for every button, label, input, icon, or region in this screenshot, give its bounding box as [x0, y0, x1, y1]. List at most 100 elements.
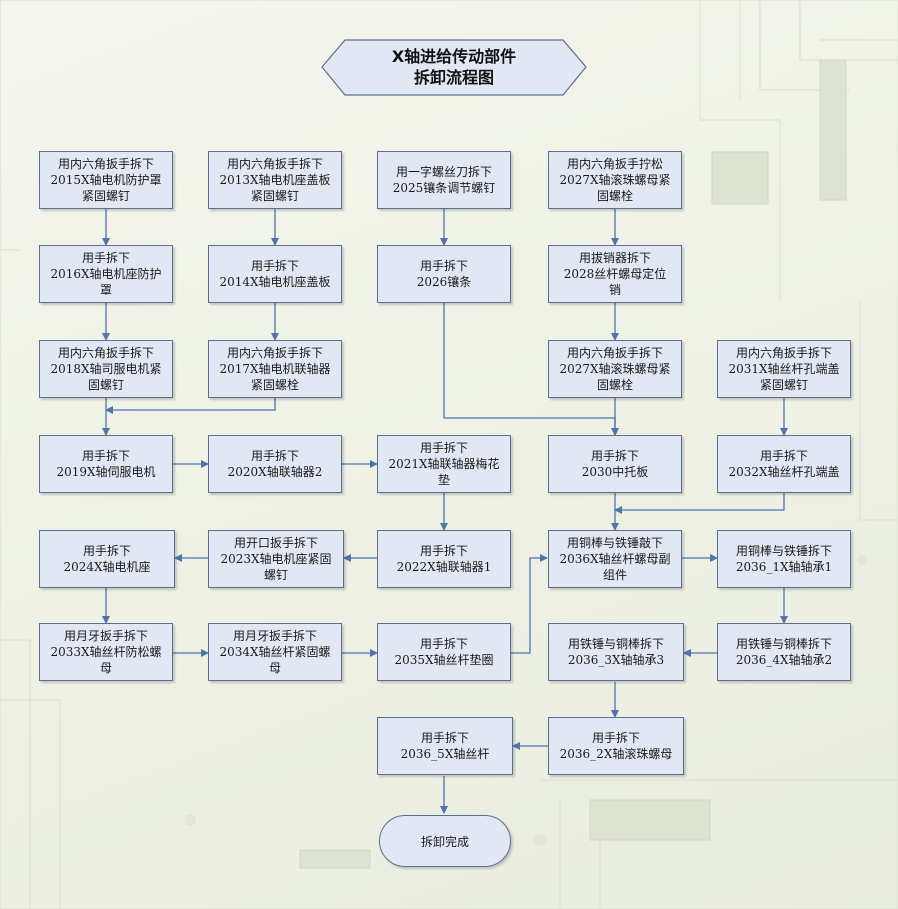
- node-text-line: 2023X轴电机座紧固: [220, 552, 332, 566]
- node-text-line: 2016X轴电机座防护: [50, 267, 162, 281]
- node-text-line: 2036_1X轴轴承1: [735, 560, 833, 574]
- node-2027-remove: 用内六角扳手拆下 2027X轴滚珠螺母紧固螺栓: [548, 340, 682, 398]
- node-text-line: 用铜棒与铁锤拆下: [735, 544, 832, 558]
- node-text-line: 2014X轴电机座盖板: [219, 275, 331, 289]
- node-text-line: 组件: [602, 568, 627, 582]
- node-text-line: 2031X轴丝杆孔端盖: [728, 362, 840, 376]
- node-text-line: 用手拆下: [591, 731, 640, 745]
- node-2027-loosen: 用内六角扳手拧松 2027X轴滚珠螺母紧固螺栓: [548, 151, 682, 209]
- node-2020: 用手拆下 2020X轴联轴器2: [208, 435, 342, 493]
- node-text-line: 用手拆下: [250, 259, 299, 273]
- node-text-line: 销: [608, 283, 621, 297]
- node-text-line: 用月牙扳手拆下: [63, 629, 148, 643]
- node-2036: 用铜棒与铁锤敲下 2036X轴丝杆螺母副组件: [548, 530, 682, 588]
- node-text-line: 用内六角扳手拆下: [226, 157, 323, 171]
- node-text-line: 用铜棒与铁锤敲下: [566, 536, 663, 550]
- node-text-line: 用月牙扳手拆下: [232, 629, 317, 643]
- node-text-line: 固螺栓: [596, 378, 633, 392]
- node-2014: 用手拆下 2014X轴电机座盖板: [208, 245, 342, 303]
- node-text-line: 紧固螺钉: [81, 189, 130, 203]
- node-text-line: 2021X轴联轴器梅花: [388, 457, 500, 471]
- node-text-line: 固螺钉: [87, 378, 124, 392]
- node-text-line: 用拔销器拆下: [578, 251, 651, 265]
- node-2030: 用手拆下 2030中托板: [548, 435, 682, 493]
- node-2025: 用一字螺丝刀拆下 2025镶条调节螺钉: [377, 151, 511, 209]
- node-text-line: 用内六角扳手拆下: [566, 346, 663, 360]
- node-2031: 用内六角扳手拆下 2031X轴丝杆孔端盖紧固螺钉: [717, 340, 851, 398]
- node-text-line: 2033X轴丝杆防松螺: [50, 645, 162, 659]
- node-2036-2: 用手拆下 2036_2X轴滚珠螺母: [548, 717, 684, 775]
- edge-2032-2036: [614, 493, 785, 514]
- node-text-line: 用手拆下: [590, 449, 639, 463]
- node-2023: 用开口扳手拆下 2023X轴电机座紧固螺钉: [208, 530, 344, 588]
- node-text-line: 2013X轴电机座盖板: [219, 173, 331, 187]
- node-text-line: 母: [99, 661, 112, 675]
- node-2036-5: 用手拆下 2036_5X轴丝杆: [377, 717, 513, 775]
- node-text-line: 2036_5X轴丝杆: [400, 747, 490, 761]
- node-text-line: 2025镶条调节螺钉: [392, 181, 496, 195]
- node-text-line: 2030中托板: [581, 465, 649, 479]
- node-text-line: 用手拆下: [82, 544, 131, 558]
- node-text-line: 用手拆下: [81, 449, 130, 463]
- title-line-1: X轴进给传动部件: [391, 47, 517, 66]
- node-text-line: 2027X轴滚珠螺母紧: [559, 362, 671, 376]
- node-text-line: 用内六角扳手拆下: [57, 346, 154, 360]
- node-2026: 用手拆下 2026镶条: [377, 245, 511, 303]
- node-text-line: 2015X轴电机防护罩: [50, 173, 162, 187]
- node-2035: 用手拆下 2035X轴丝杆垫圈: [377, 623, 511, 681]
- node-text-line: 紧固螺钉: [759, 378, 808, 392]
- node-2019: 用手拆下 2019X轴伺服电机: [39, 435, 173, 493]
- node-text-line: 用开口扳手拆下: [233, 536, 318, 550]
- node-text-line: 2032X轴丝杆孔端盖: [728, 465, 840, 479]
- edge-2035-2036: [511, 554, 548, 654]
- node-text-line: 2027X轴滚珠螺母紧: [559, 173, 671, 187]
- node-text-line: 2036_4X轴轴承2: [735, 653, 833, 667]
- node-text-line: 2034X轴丝杆紧固螺: [219, 645, 331, 659]
- node-2024: 用手拆下 2024X轴电机座: [39, 530, 175, 588]
- node-text-line: 2036_2X轴滚珠螺母: [559, 747, 673, 761]
- node-2032: 用手拆下 2032X轴丝杆孔端盖: [717, 435, 851, 493]
- node-text-line: 用内六角扳手拧松: [566, 157, 663, 171]
- node-text-line: 2035X轴丝杆垫圈: [394, 653, 494, 667]
- node-text-line: 用手拆下: [419, 637, 468, 651]
- node-text-line: 2024X轴电机座: [63, 560, 151, 574]
- node-2036-4: 用铁锤与铜棒拆下 2036_4X轴轴承2: [717, 623, 851, 681]
- node-2034: 用月牙扳手拆下 2034X轴丝杆紧固螺母: [208, 623, 342, 681]
- node-text-line: 固螺栓: [596, 189, 633, 203]
- node-text-line: 用手拆下: [419, 441, 468, 455]
- node-text-line: 用内六角扳手拆下: [735, 346, 832, 360]
- node-text-line: 2036X轴丝杆螺母副: [559, 552, 671, 566]
- node-text-line: 母: [268, 661, 281, 675]
- node-text-line: 2019X轴伺服电机: [56, 465, 156, 479]
- node-2017: 用内六角扳手拆下 2017X轴电机联轴器紧固螺栓: [208, 340, 342, 398]
- edge-2017-2019: [105, 398, 276, 414]
- node-text-line: 用铁锤与铜棒拆下: [567, 637, 664, 651]
- node-text-line: 用手拆下: [420, 731, 469, 745]
- title-line-2: 拆卸流程图: [413, 68, 494, 87]
- node-text-line: 2022X轴联轴器1: [396, 560, 492, 574]
- node-2033: 用月牙扳手拆下 2033X轴丝杆防松螺母: [39, 623, 173, 681]
- diagram-title: X轴进给传动部件 拆卸流程图: [320, 38, 588, 96]
- node-text-line: 2026镶条: [416, 275, 472, 289]
- node-text-line: 用铁锤与铜棒拆下: [735, 637, 832, 651]
- node-text-line: 用手拆下: [419, 259, 468, 273]
- node-2016: 用手拆下 2016X轴电机座防护罩: [39, 245, 173, 303]
- node-text-line: 用手拆下: [759, 449, 808, 463]
- node-text-line: 2036_3X轴轴承3: [567, 653, 665, 667]
- node-text-line: 用手拆下: [81, 251, 130, 265]
- node-2036-1: 用铜棒与铁锤拆下 2036_1X轴轴承1: [717, 530, 851, 588]
- node-text-line: 2017X轴电机联轴器: [219, 362, 331, 376]
- node-text-line: 紧固螺栓: [250, 378, 299, 392]
- node-text-line: 用内六角扳手拆下: [57, 157, 154, 171]
- node-text-line: 罩: [99, 283, 112, 297]
- node-text-line: 用一字螺丝刀拆下: [395, 165, 492, 179]
- node-text-line: 用内六角扳手拆下: [226, 346, 323, 360]
- node-text-line: 2020X轴联轴器2: [227, 465, 323, 479]
- node-text-line: 垫: [437, 473, 450, 487]
- node-text-line: 螺钉: [263, 568, 288, 582]
- node-text-line: 用手拆下: [250, 449, 299, 463]
- node-text-line: 2028丝杆螺母定位: [563, 267, 667, 281]
